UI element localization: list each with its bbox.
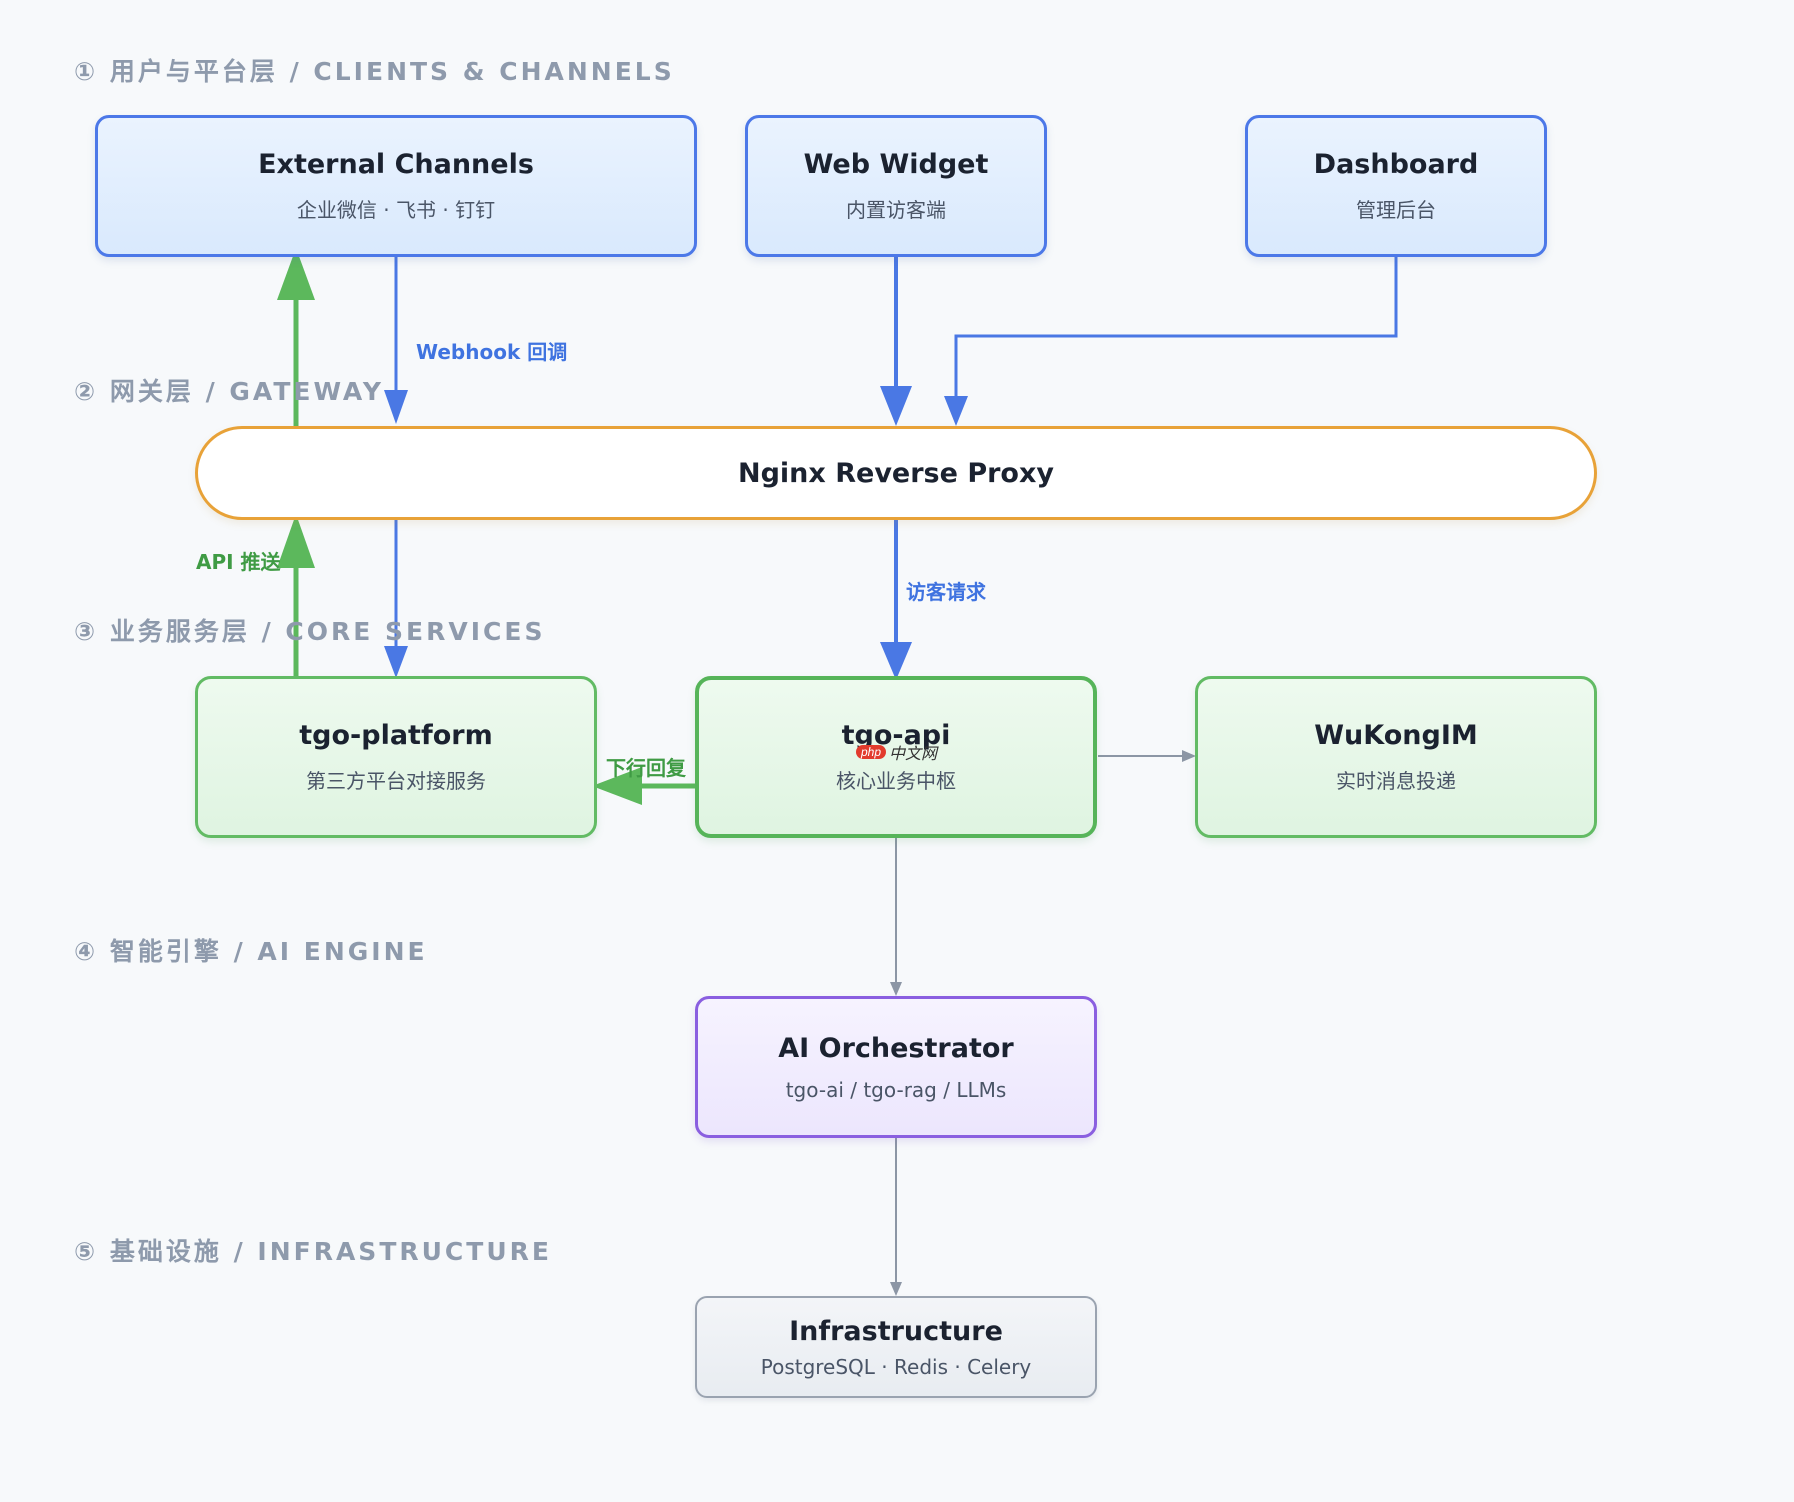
node-subtitle: 企业微信 · 飞书 · 钉钉: [296, 198, 496, 222]
edge-label-downlink-reply: 下行回复: [606, 756, 686, 780]
edge-label-api-push: API 推送: [196, 550, 281, 574]
layer-label-clients: ① 用户与平台层 / CLIENTS & CHANNELS: [74, 57, 675, 86]
node-title: External Channels: [258, 149, 534, 180]
arrowhead-api-push-upper: [277, 248, 315, 300]
node-infrastructure[interactable]: Infrastructure PostgreSQL · Redis · Cele…: [695, 1296, 1097, 1398]
node-dashboard[interactable]: Dashboard 管理后台: [1245, 115, 1547, 257]
arrowhead-widget: [880, 386, 912, 426]
node-title: Nginx Reverse Proxy: [738, 457, 1054, 489]
node-subtitle: 管理后台: [1356, 198, 1436, 222]
node-subtitle: PostgreSQL · Redis · Celery: [760, 1354, 1032, 1379]
layer-label-gateway: ② 网关层 / GATEWAY: [74, 377, 384, 406]
node-title: Infrastructure: [789, 1315, 1003, 1347]
arrowhead-downlink-reply: [592, 767, 642, 805]
node-wukongim[interactable]: WuKongIM 实时消息投递: [1195, 676, 1597, 838]
arrowhead-visitor-request: [880, 642, 912, 680]
node-title: AI Orchestrator: [778, 1032, 1014, 1064]
layer-label-infra: ⑤ 基础设施 / INFRASTRUCTURE: [74, 1237, 552, 1266]
node-subtitle: 核心业务中枢: [836, 769, 956, 793]
node-title: Dashboard: [1313, 149, 1479, 180]
node-subtitle: 第三方平台对接服务: [306, 769, 486, 793]
watermark-text: 中文网: [889, 746, 938, 763]
node-tgo-api[interactable]: tgo-api 核心业务中枢: [695, 676, 1097, 838]
layer-label-core: ③ 业务服务层 / CORE SERVICES: [74, 617, 546, 646]
edge-label-webhook: Webhook 回调: [416, 340, 568, 364]
edge-label-visitor-request: 访客请求: [906, 580, 986, 604]
arrowhead-nginx-platform: [384, 646, 408, 678]
arrowhead-ai: [890, 982, 902, 996]
watermark: php 中文网: [856, 740, 937, 764]
node-tgo-platform[interactable]: tgo-platform 第三方平台对接服务: [195, 676, 597, 838]
arrowhead-wukongim: [1182, 750, 1196, 762]
arrowhead-api-push-lower: [277, 514, 315, 568]
node-subtitle: 内置访客端: [846, 198, 946, 222]
node-subtitle: 实时消息投递: [1336, 769, 1456, 793]
node-nginx-reverse-proxy[interactable]: Nginx Reverse Proxy: [195, 426, 1597, 520]
watermark-badge: php: [856, 745, 887, 759]
arrowhead-webhook: [384, 390, 408, 424]
node-title: tgo-platform: [299, 720, 493, 751]
arrowhead-infra: [890, 1282, 902, 1296]
node-title: WuKongIM: [1314, 720, 1478, 751]
arrowhead-dashboard: [944, 396, 968, 426]
layer-label-ai: ④ 智能引擎 / AI ENGINE: [74, 937, 428, 966]
node-subtitle: tgo-ai / tgo-rag / LLMs: [785, 1077, 1007, 1102]
node-web-widget[interactable]: Web Widget 内置访客端: [745, 115, 1047, 257]
edge-dashboard-to-nginx: [954, 257, 1398, 398]
node-external-channels[interactable]: External Channels 企业微信 · 飞书 · 钉钉: [95, 115, 697, 257]
node-ai-orchestrator[interactable]: AI Orchestrator tgo-ai / tgo-rag / LLMs: [695, 996, 1097, 1138]
node-title: Web Widget: [803, 149, 989, 180]
